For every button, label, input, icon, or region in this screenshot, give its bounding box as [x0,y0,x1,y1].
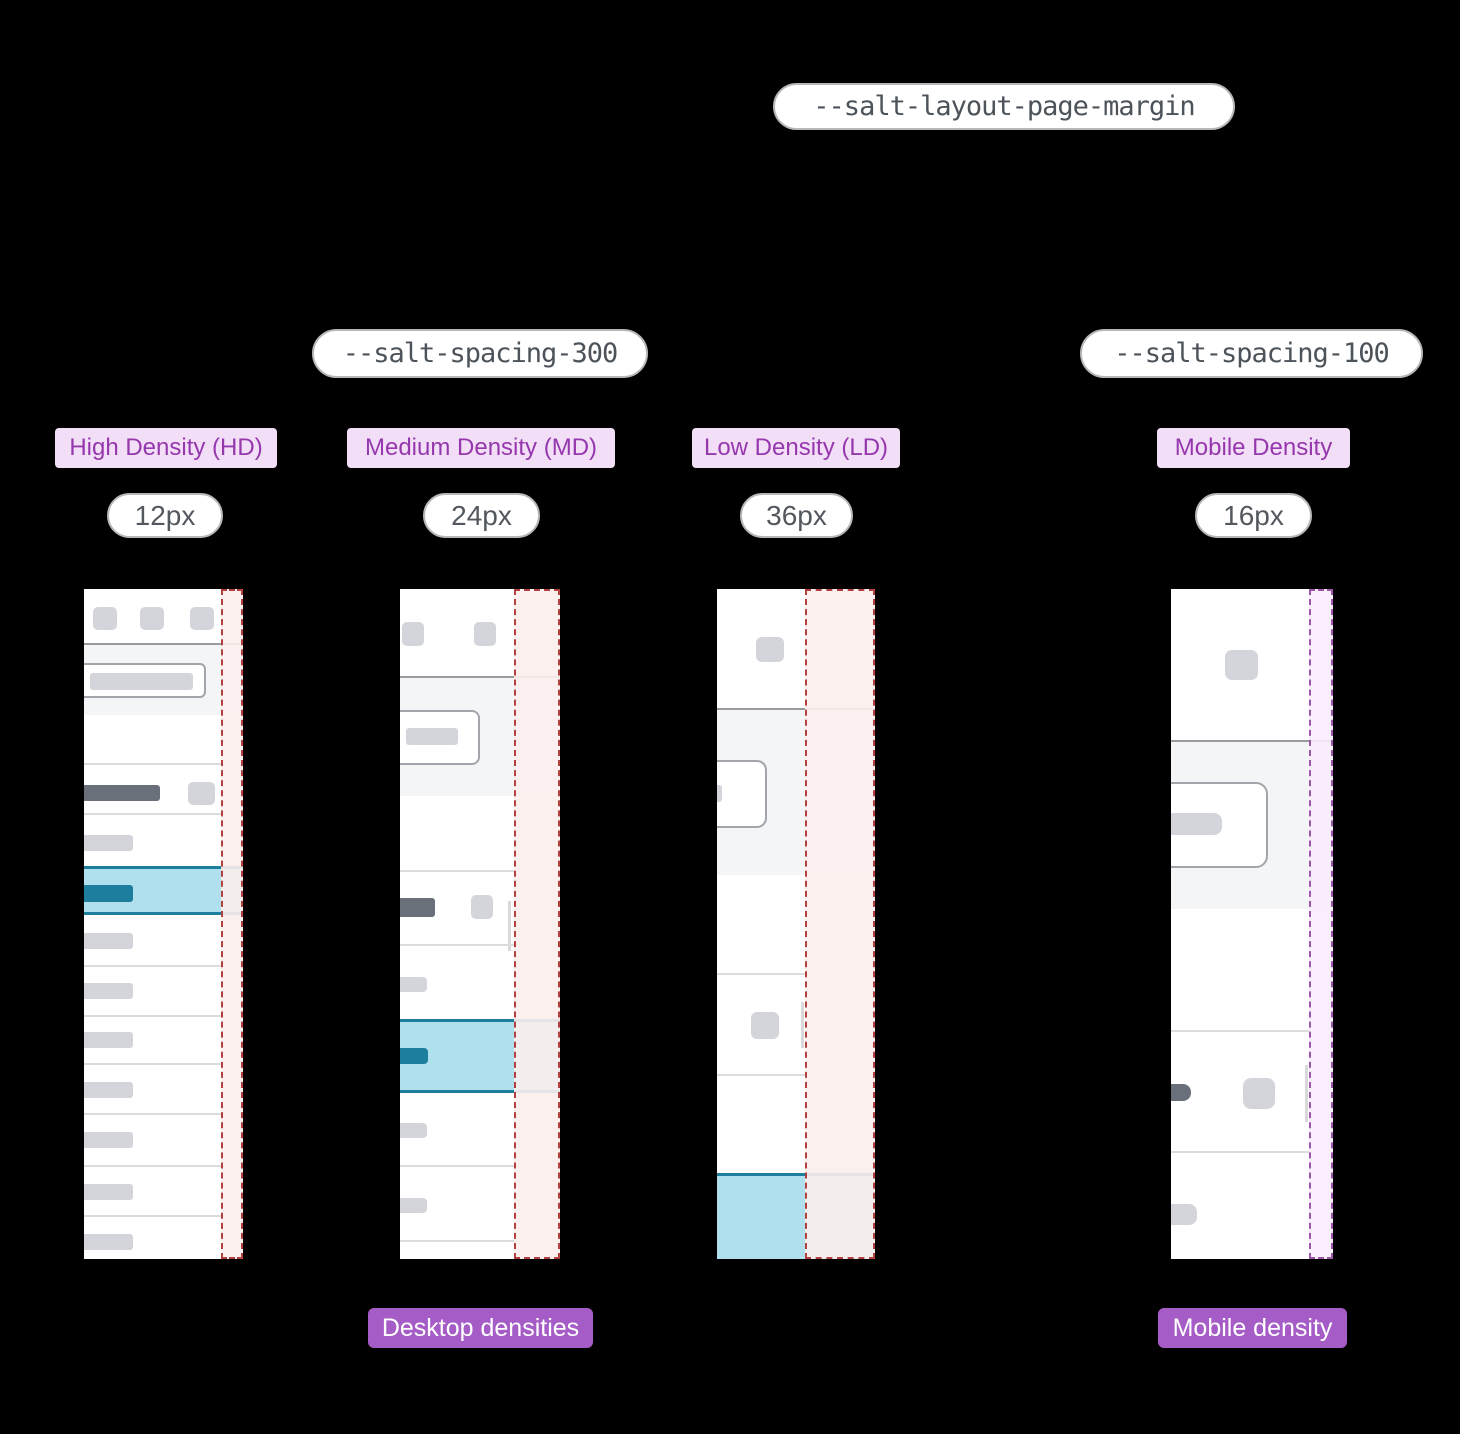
row-divider [84,1015,221,1017]
text-placeholder-bar [84,1132,133,1148]
text-placeholder-bar [400,1123,427,1138]
page-margin-strip-mobile [1309,589,1333,1259]
text-placeholder-bar [84,1184,133,1200]
text-placeholder-bar [400,1198,427,1213]
token-pill-spacing-100: --salt-spacing-100 [1080,329,1423,378]
row-divider [84,1063,221,1065]
text-placeholder-bar [90,673,193,690]
row-icon [471,895,493,919]
row-divider [717,973,805,975]
text-placeholder-bar [400,977,427,992]
scrollbar [1305,1065,1308,1122]
scrollbar [801,1002,804,1048]
header-divider [400,676,560,678]
margin-size-pill-hd: 12px [107,493,223,538]
row-divider [400,1165,514,1167]
footer-badge-desktop: Desktop densities [368,1308,593,1348]
density-label-md: Medium Density (MD) [347,428,615,468]
column-header-bar [84,785,160,801]
row-divider [84,965,221,967]
toolbar-icon [140,607,164,630]
row-divider [717,1074,805,1076]
row-icon [188,782,215,805]
toolbar-icon [1225,650,1258,680]
page-margin-strip-hd [221,589,243,1259]
search-field [717,760,767,828]
text-placeholder-bar [1171,1204,1197,1225]
row-divider [84,1215,221,1217]
token-pill-spacing-300: --salt-spacing-300 [312,329,648,378]
row-divider [400,1240,514,1242]
page-margin-strip-md [514,589,560,1259]
app-mockup-ld [717,589,875,1259]
header-divider [717,708,875,710]
toolbar-icon [756,637,784,662]
toolbar-icon [190,607,214,630]
row-icon [751,1012,779,1039]
margin-size-pill-md: 24px [423,493,540,538]
row-divider [1171,1151,1309,1153]
app-mockup-hd [84,589,243,1259]
app-mockup-md [400,589,560,1259]
row-divider [400,870,514,872]
text-placeholder-bar [406,728,458,745]
row-divider [1171,1030,1309,1032]
text-placeholder-bar [1171,813,1222,835]
density-label-mobile: Mobile Density [1157,428,1350,468]
toolbar-icon [93,607,117,630]
column-header-bar [400,898,435,917]
text-placeholder-bar [84,933,133,949]
text-placeholder-bar [84,1082,133,1098]
toolbar-icon [474,622,496,646]
row-divider [84,1165,221,1167]
app-mockup-mobile [1171,589,1333,1259]
row-divider [84,813,221,815]
column-header-bar [1171,1084,1191,1101]
header-divider [84,643,243,645]
density-label-ld: Low Density (LD) [692,428,900,468]
page-margin-strip-ld [805,589,875,1259]
text-placeholder-bar [717,785,722,802]
row-divider [84,1113,221,1115]
margin-size-pill-ld: 36px [740,493,853,538]
text-placeholder-bar [84,1032,133,1048]
text-placeholder-bar [84,983,133,999]
density-label-hd: High Density (HD) [55,428,277,468]
token-pill-page-margin: --salt-layout-page-margin [773,83,1235,130]
row-icon [1243,1078,1275,1109]
selected-row-bar [400,1048,428,1064]
row-divider [84,763,221,765]
toolbar-icon [402,622,424,646]
text-placeholder-bar [84,1234,133,1250]
text-placeholder-bar [84,835,133,851]
header-divider [1171,740,1333,742]
scrollbar [508,901,511,951]
row-divider [400,944,514,946]
margin-size-pill-mobile: 16px [1195,493,1312,538]
footer-badge-mobile: Mobile density [1158,1308,1347,1348]
selected-row-bar [84,885,133,902]
